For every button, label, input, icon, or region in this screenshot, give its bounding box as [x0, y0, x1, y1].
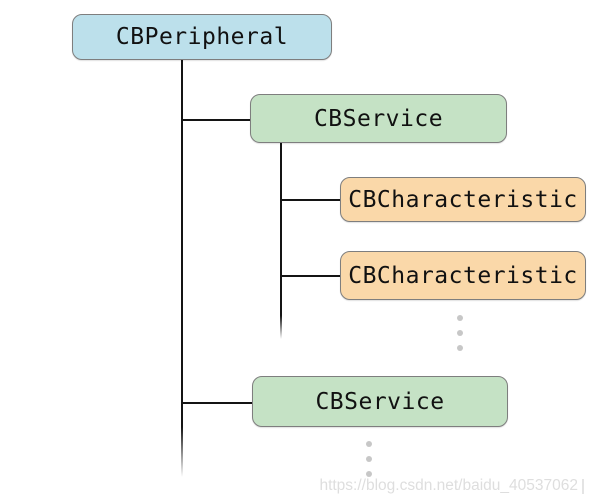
node-cbcharacteristic-2-label: CBCharacteristic: [348, 262, 578, 289]
node-cbcharacteristic-1: CBCharacteristic: [340, 177, 586, 222]
edge-to-characteristic-1: [281, 199, 340, 201]
ellipsis-dots-services: [366, 441, 372, 477]
edge-to-service-1: [182, 119, 250, 121]
edge-to-service-2: [182, 402, 252, 404]
node-cbperipheral-label: CBPeripheral: [115, 24, 289, 50]
edge-to-characteristic-2: [281, 275, 340, 277]
edge-peripheral-trunk: [181, 60, 183, 477]
node-cbservice-2: CBService: [252, 376, 508, 427]
node-cbperipheral: CBPeripheral: [72, 14, 332, 60]
node-cbservice-1: CBService: [250, 94, 507, 143]
watermark: https://blog.csdn.net/baidu_40537062: [319, 477, 584, 495]
watermark-tick: [582, 478, 584, 494]
watermark-url: https://blog.csdn.net/baidu_40537062: [319, 477, 578, 494]
ellipsis-dots-characteristics: [457, 315, 463, 351]
node-cbcharacteristic-1-label: CBCharacteristic: [348, 186, 578, 213]
node-cbservice-1-label: CBService: [313, 105, 444, 132]
edge-service-1-trunk: [280, 143, 282, 339]
node-cbservice-2-label: CBService: [315, 388, 445, 415]
node-cbcharacteristic-2: CBCharacteristic: [340, 251, 586, 300]
